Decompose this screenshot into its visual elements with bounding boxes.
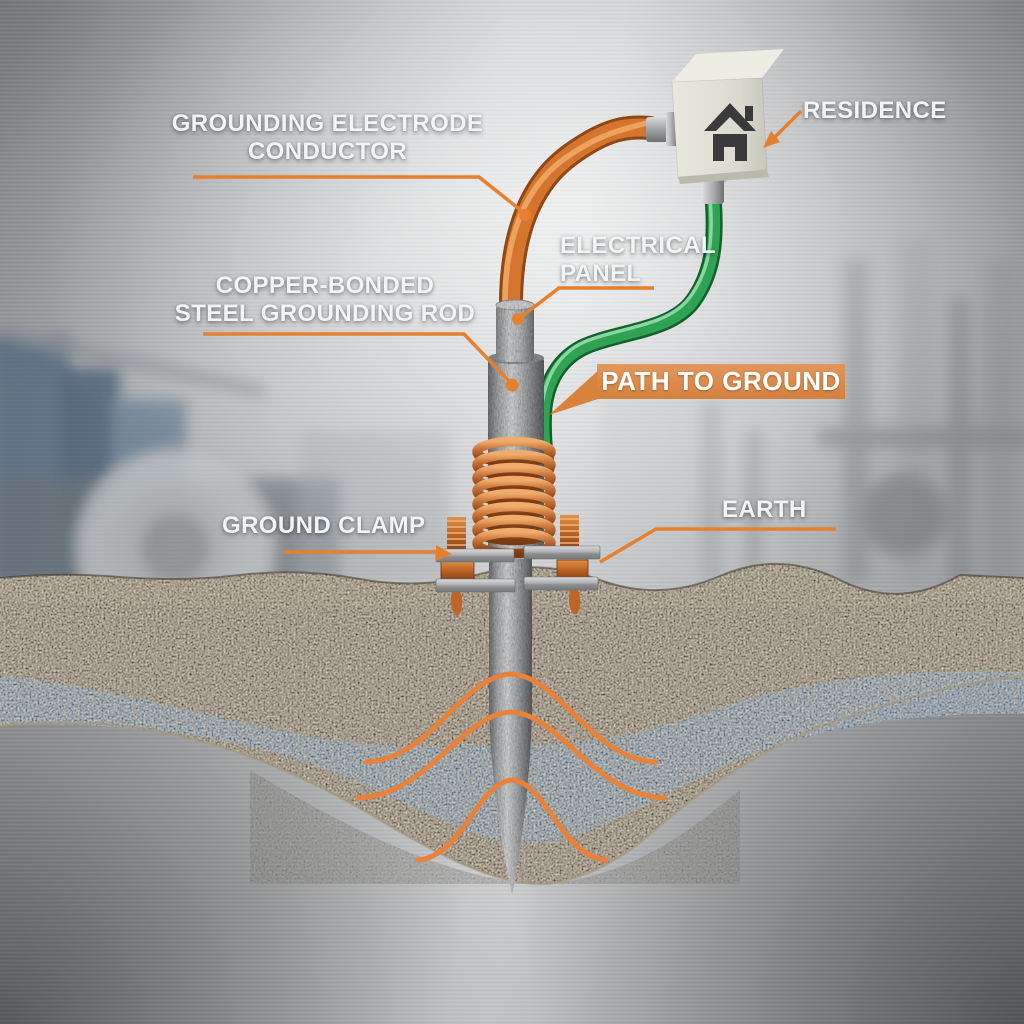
label-grounding-electrode-conductor: GROUNDING ELECTRODE CONDUCTOR: [155, 110, 500, 166]
copper-coil: [472, 436, 556, 559]
ground-clamp: [435, 515, 601, 616]
label-residence: RESIDENCE: [803, 97, 947, 124]
dissipation-field-lines: [355, 671, 667, 863]
path-to-ground-banner: PATH TO GROUND: [597, 364, 845, 399]
label-line: STEEL GROUNDING ROD: [174, 300, 476, 327]
leader-dot-rod: [505, 378, 519, 392]
box-top-face: [672, 49, 784, 82]
label-earth: EARTH: [722, 496, 807, 523]
orange-conductor-cable: [498, 115, 662, 324]
label-electrical-panel: ELECTRICAL PANEL: [560, 232, 716, 288]
label-line: CONDUCTOR: [247, 138, 408, 165]
soil-deep-shade: [250, 770, 740, 884]
ground-clamp-arrowhead: [436, 545, 452, 561]
clamp-bolt-left: [440, 517, 475, 616]
residence-arrowhead: [763, 131, 780, 148]
label-line: PANEL: [560, 260, 642, 287]
clamp-bolt-right: [556, 515, 589, 615]
box-connector-left: [646, 117, 672, 142]
house-icon: [704, 103, 756, 161]
soil-bottom-rim: [0, 674, 1024, 886]
path-banner-tail: [549, 368, 601, 415]
leader-dot-panel: [512, 313, 524, 325]
label-line: ELECTRICAL: [560, 232, 716, 259]
label-ground-clamp: GROUND CLAMP: [222, 512, 426, 539]
leader-copper-rod: [203, 332, 512, 384]
box-bottom-edge: [678, 170, 769, 184]
label-copper-bonded-rod: COPPER-BONDED STEEL GROUNDING ROD: [150, 272, 500, 328]
leader-grounding-electrode-conductor: [193, 175, 525, 214]
leader-earth: [599, 527, 836, 564]
leader-electrical-panel: [519, 286, 654, 319]
residence-box: [646, 49, 784, 204]
leader-dot-conductor: [519, 209, 531, 221]
label-line: GROUNDING ELECTRODE: [171, 110, 484, 137]
leader-residence: [773, 109, 803, 139]
leader-lines: [193, 109, 836, 564]
label-line: COPPER-BONDED: [215, 272, 435, 299]
